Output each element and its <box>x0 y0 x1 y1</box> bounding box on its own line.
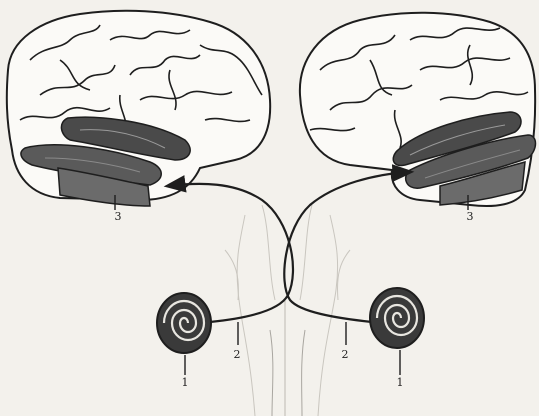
label-cochlea-left: 1 <box>182 376 189 389</box>
right-cochlea <box>370 288 424 348</box>
label-nerve-right: 2 <box>342 348 349 361</box>
right-brain <box>300 13 536 206</box>
auditory-pathways <box>168 172 410 322</box>
left-brain <box>7 11 270 206</box>
label-cortex-right: 3 <box>467 210 474 223</box>
label-cortex-left: 3 <box>115 210 122 223</box>
label-nerve-left: 2 <box>234 348 241 361</box>
label-cochlea-right: 1 <box>397 376 404 389</box>
left-cochlea <box>157 293 211 353</box>
